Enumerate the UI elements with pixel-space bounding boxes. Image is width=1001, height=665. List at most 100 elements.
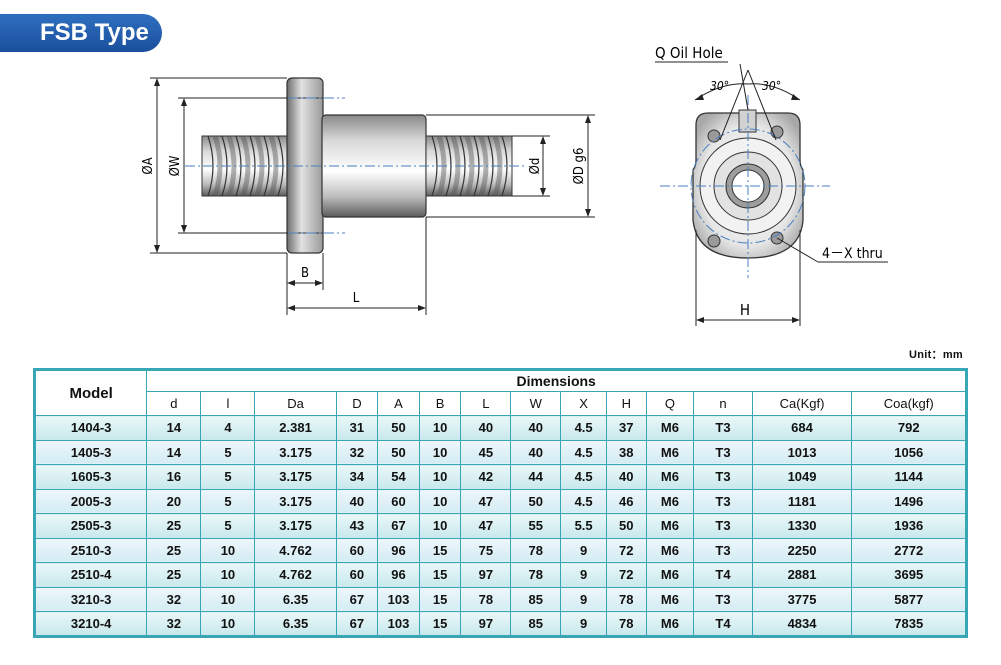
- value-cell: 9: [560, 537, 607, 563]
- dim-label-H: H: [740, 301, 750, 319]
- value-cell: 97: [460, 562, 512, 588]
- value-cell: M6: [645, 586, 695, 612]
- value-cell: 10: [418, 439, 462, 465]
- value-cell: 1936: [851, 513, 967, 539]
- column-header: W: [510, 391, 562, 416]
- value-cell: 9: [560, 611, 607, 637]
- value-cell: 7835: [851, 611, 967, 637]
- value-cell: 45: [460, 439, 512, 465]
- value-cell: 78: [510, 537, 562, 563]
- value-cell: 25: [146, 513, 202, 539]
- column-header: B: [418, 391, 462, 416]
- value-cell: 5: [200, 488, 256, 514]
- angle-left-label: 30°: [710, 79, 729, 93]
- value-cell: 40: [510, 415, 562, 441]
- value-cell: 6.35: [254, 586, 337, 612]
- value-cell: 1056: [851, 439, 967, 465]
- value-cell: 1049: [751, 464, 853, 490]
- value-cell: 54: [377, 464, 420, 490]
- value-cell: 14: [146, 439, 202, 465]
- column-header: Ca(Kgf): [751, 391, 853, 416]
- column-header: X: [560, 391, 607, 416]
- value-cell: 3.175: [254, 464, 337, 490]
- value-cell: 4.5: [560, 488, 607, 514]
- value-cell: 78: [460, 586, 512, 612]
- value-cell: M6: [645, 439, 695, 465]
- value-cell: 67: [335, 611, 379, 637]
- value-cell: 4.5: [560, 464, 607, 490]
- column-header: l: [200, 391, 256, 416]
- model-cell: 2505-3: [33, 513, 148, 539]
- column-header: n: [693, 391, 753, 416]
- value-cell: 40: [510, 439, 562, 465]
- value-cell: 42: [460, 464, 512, 490]
- value-cell: T3: [693, 513, 753, 539]
- unit-label: Unit：mm: [908, 349, 963, 361]
- column-header: D: [335, 391, 379, 416]
- value-cell: 25: [146, 537, 202, 563]
- value-cell: 2772: [851, 537, 967, 563]
- value-cell: 4834: [751, 611, 853, 637]
- value-cell: M6: [645, 562, 695, 588]
- value-cell: 103: [377, 586, 420, 612]
- value-cell: M6: [645, 415, 695, 441]
- model-cell: 2510-3: [33, 537, 148, 563]
- value-cell: T3: [693, 415, 753, 441]
- value-cell: 55: [510, 513, 562, 539]
- value-cell: 15: [418, 611, 462, 637]
- value-cell: 60: [335, 562, 379, 588]
- value-cell: 2.381: [254, 415, 337, 441]
- value-cell: 78: [606, 611, 647, 637]
- value-cell: 37: [606, 415, 647, 441]
- oil-hole-label: Q Oil Hole: [655, 44, 723, 62]
- column-header: H: [606, 391, 647, 416]
- value-cell: 15: [418, 586, 462, 612]
- value-cell: M6: [645, 513, 695, 539]
- model-cell: 3210-4: [33, 611, 148, 637]
- value-cell: M6: [645, 537, 695, 563]
- model-cell: 1405-3: [33, 439, 148, 465]
- value-cell: 44: [510, 464, 562, 490]
- value-cell: 5.5: [560, 513, 607, 539]
- value-cell: 15: [418, 562, 462, 588]
- value-cell: T3: [693, 439, 753, 465]
- value-cell: 96: [377, 537, 420, 563]
- value-cell: 78: [606, 586, 647, 612]
- value-cell: M6: [645, 611, 695, 637]
- value-cell: 4.5: [560, 439, 607, 465]
- value-cell: 60: [377, 488, 420, 514]
- value-cell: 2881: [751, 562, 853, 588]
- value-cell: 40: [606, 464, 647, 490]
- value-cell: 50: [377, 415, 420, 441]
- value-cell: 1144: [851, 464, 967, 490]
- value-cell: 60: [335, 537, 379, 563]
- model-header: Model: [33, 369, 148, 416]
- value-cell: 1330: [751, 513, 853, 539]
- value-cell: 34: [335, 464, 379, 490]
- value-cell: 1496: [851, 488, 967, 514]
- value-cell: T3: [693, 464, 753, 490]
- value-cell: 47: [460, 488, 512, 514]
- value-cell: 31: [335, 415, 379, 441]
- value-cell: 2250: [751, 537, 853, 563]
- dim-label-D: ØD g6: [572, 148, 587, 185]
- value-cell: 6.35: [254, 611, 337, 637]
- value-cell: 5877: [851, 586, 967, 612]
- value-cell: 4.5: [560, 415, 607, 441]
- value-cell: 72: [606, 537, 647, 563]
- value-cell: 38: [606, 439, 647, 465]
- value-cell: 25: [146, 562, 202, 588]
- value-cell: 85: [510, 611, 562, 637]
- value-cell: T3: [693, 586, 753, 612]
- value-cell: M6: [645, 464, 695, 490]
- column-header: Da: [254, 391, 337, 416]
- value-cell: 4.762: [254, 537, 337, 563]
- model-cell: 2510-4: [33, 562, 148, 588]
- value-cell: 10: [200, 586, 256, 612]
- column-header: L: [460, 391, 512, 416]
